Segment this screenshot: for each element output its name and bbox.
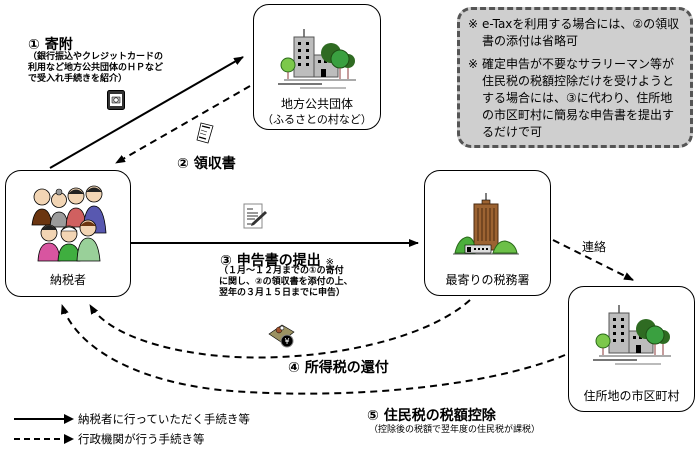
legend-dashed-label: 行政機関が行う手続き等 (78, 432, 205, 446)
arrow-receipt (115, 85, 251, 164)
node-municipality: 住所地の市区町村 (568, 286, 695, 412)
receipt-icon (196, 122, 214, 144)
step-donation-note: （銀行振込やクレジットカードの 利用など地方公共団体のＨＰなど で受入れ手続きを… (28, 52, 163, 85)
note-text: e-Taxを利用する場合には、②の領収書の添付は省略可 (482, 17, 680, 48)
step-donation-note-line: 利用など地方公共団体のＨＰなど (28, 63, 164, 73)
legend-solid-label: 納税者に行っていただく手続き等 (78, 412, 250, 426)
city-hall-icon (593, 305, 671, 365)
money-yen-icon: ¥ (268, 324, 295, 348)
step-filing-title: ③ 申告書の提出 ※ (220, 250, 334, 270)
arrow-resident-tax (60, 304, 566, 395)
node-municipality-label: 住所地の市区町村 (583, 389, 680, 403)
step-receipt-title: ② 領収書 (177, 156, 236, 172)
contact-label: 連絡 (582, 240, 607, 254)
arrow-refund (89, 299, 471, 359)
step-donation-title: ① 寄附 (28, 37, 73, 53)
government-building-icon (278, 29, 356, 89)
step-filing-note: （１月～１２月までの①の寄付 に関し、②の領収書を添付の上、 翌年の３月１５日ま… (219, 266, 353, 299)
notes-box: ※ e-Taxを利用する場合には、②の領収書の添付は省略可 ※ 確定申告が不要な… (457, 7, 693, 148)
dashed-arrow-icon (14, 434, 74, 444)
arrow-donation (49, 56, 244, 169)
solid-arrow-icon (14, 414, 74, 424)
arrow-contact (552, 239, 634, 281)
node-tax-office: 最寄りの税務署 (424, 170, 551, 296)
step-filing-note-line: （１月～１２月までの①の寄付 (219, 266, 344, 276)
note-mark: ※ (468, 17, 479, 31)
step-resident-tax-title: ⑤ 住民税の税額控除 (367, 408, 496, 424)
tax-office-building-icon (453, 193, 519, 255)
step-filing-title-text: ③ 申告書の提出 (220, 253, 321, 269)
note-mark: ※ (468, 57, 479, 71)
step-filing-note-line: に関し、②の領収書を添付の上、 (219, 277, 353, 287)
svg-text:¥: ¥ (284, 337, 289, 346)
note-text: 確定申告が不要なサラリーマン等が住民税の税額控除だけを受けようとする場合には、③… (482, 57, 675, 139)
donation-card-icon (107, 90, 125, 110)
step-resident-tax-note: （控除後の税額で翌年度の住民税が課税） (369, 425, 541, 435)
legend-solid: 納税者に行っていただく手続き等 (14, 411, 250, 427)
node-taxpayer-label: 納税者 (49, 273, 86, 287)
node-local-government-label: 地方公共団体 (280, 97, 353, 111)
document-pen-icon (243, 203, 267, 229)
step-donation-note-line: で受入れ手続きを紹介） (28, 74, 128, 84)
node-taxpayer: 納税者 (5, 170, 131, 297)
note-etax: ※ e-Taxを利用する場合には、②の領収書の添付は省略可 (468, 16, 682, 50)
step-donation-note-line: （銀行振込やクレジットカードの (28, 52, 164, 62)
node-tax-office-label: 最寄りの税務署 (445, 273, 530, 287)
step-refund-title: ④ 所得税の還付 (288, 360, 389, 376)
people-icon (31, 185, 107, 262)
note-salaryman: ※ 確定申告が不要なサラリーマン等が住民税の税額控除だけを受けようとする場合には… (468, 56, 682, 141)
legend-dashed: 行政機関が行う手続き等 (14, 431, 205, 447)
node-local-government: 地方公共団体 （ふるさとの村など） (253, 4, 381, 130)
node-local-government-sub: （ふるさとの村など） (262, 113, 372, 126)
step-filing-note-mark: ※ (325, 257, 334, 268)
step-filing-note-line: 翌年の３月１５日までに申告） (219, 288, 346, 298)
